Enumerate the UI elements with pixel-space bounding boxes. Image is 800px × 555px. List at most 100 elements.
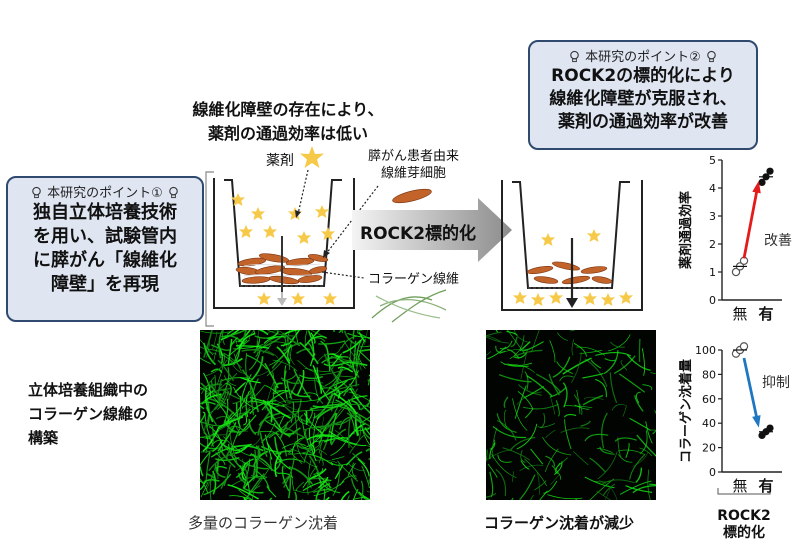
collagen-fiber xyxy=(304,380,324,384)
collagen-fiber xyxy=(517,391,534,410)
collagen-fiber xyxy=(283,455,295,488)
drug-star-icon xyxy=(300,146,324,168)
x-tick-label: 有 xyxy=(758,305,773,323)
collagen-fiber xyxy=(573,342,587,357)
collagen-fiber xyxy=(328,390,349,398)
collagen-fiber xyxy=(209,425,223,451)
collagen-fiber xyxy=(258,412,281,426)
collagen-fiber xyxy=(200,339,214,356)
x-tick-label: 有 xyxy=(758,477,773,495)
collagen-fiber xyxy=(248,418,257,436)
collagen-fiber xyxy=(223,398,229,424)
collagen-fiber xyxy=(582,372,604,379)
collagen-fiber xyxy=(601,412,608,449)
collagen-fiber xyxy=(255,369,270,377)
collagen-fiber xyxy=(235,458,244,472)
image-caption-control: 多量のコラーゲン沈着 xyxy=(188,514,339,532)
fibroblast-icon xyxy=(392,188,432,204)
collagen-fiber xyxy=(241,369,250,379)
collagen-fiber xyxy=(530,448,544,465)
collagen-fiber xyxy=(604,357,617,362)
collagen-fiber xyxy=(294,413,299,444)
collagen-fiber xyxy=(314,434,335,437)
collagen-fiber xyxy=(319,404,340,432)
collagen-fiber xyxy=(200,466,204,477)
collagen-fiber xyxy=(622,404,627,417)
collagen-fiber xyxy=(217,391,229,410)
collagen-fiber xyxy=(212,470,217,495)
collagen-fiber xyxy=(307,342,315,353)
collagen-fiber xyxy=(356,330,364,332)
collagen-fiber xyxy=(211,426,214,446)
collagen-fiber xyxy=(550,473,561,485)
collagen-fiber xyxy=(276,346,291,364)
collagen-fiber xyxy=(355,336,364,367)
collagen-fiber xyxy=(284,449,303,465)
collagen-fiber xyxy=(655,412,656,414)
collagen-fiber xyxy=(275,450,292,455)
collagen-fiber xyxy=(523,386,545,399)
collagen-fiber xyxy=(617,449,645,455)
collagen-fiber xyxy=(618,454,633,463)
collagen-fiber xyxy=(486,449,488,463)
collagen-fiber xyxy=(654,410,656,413)
collagen-fiber xyxy=(266,414,292,422)
collagen-fiber xyxy=(619,480,652,495)
collagen-fiber xyxy=(287,343,292,362)
collagen-fiber xyxy=(339,405,370,423)
collagen-fiber xyxy=(262,399,292,419)
collagen-fiber xyxy=(210,447,235,458)
collagen-fiber xyxy=(559,375,574,382)
collagen-fiber xyxy=(609,341,625,348)
collagen-fiber xyxy=(261,389,291,411)
collagen-fiber xyxy=(313,415,320,452)
collagen-fiber xyxy=(360,480,364,500)
collagen-fiber xyxy=(215,457,240,462)
collagen-deposition-chart: 020406080100無有コラーゲン沈着量抑制 xyxy=(678,342,790,495)
collagen-fiber xyxy=(281,442,306,449)
collagen-fiber xyxy=(235,444,250,455)
collagen-fiber xyxy=(358,491,370,500)
collagen-fiber xyxy=(200,357,211,364)
y-axis-label: コラーゲン沈着量 xyxy=(678,359,694,463)
collagen-fiber xyxy=(569,330,576,332)
collagen-fiber xyxy=(233,353,242,372)
collagen-fiber xyxy=(589,457,606,473)
y-tick-label: 100 xyxy=(695,344,716,357)
collagen-fiber xyxy=(319,452,324,466)
collagen-fiber xyxy=(365,447,370,452)
collagen-fiber xyxy=(545,429,556,439)
collagen-fiber xyxy=(212,439,224,452)
collagen-fiber xyxy=(200,330,234,334)
collagen-fiber xyxy=(200,451,211,467)
collagen-fiber xyxy=(352,452,366,465)
collagen-fiber xyxy=(509,436,536,451)
collagen-fiber xyxy=(522,341,544,352)
collagen-fiber xyxy=(510,336,518,348)
collagen-fiber xyxy=(206,342,211,358)
collagen-fiber xyxy=(555,400,560,417)
collagen-fiber xyxy=(263,336,287,344)
collagen-fiber xyxy=(268,330,284,336)
collagen-fiber xyxy=(348,416,352,448)
collagen-fiber xyxy=(324,360,344,387)
collagen-fiber xyxy=(617,437,622,458)
collagen-fiber xyxy=(238,489,254,500)
collagen-fiber xyxy=(534,480,547,491)
collagen-fiber xyxy=(234,430,248,441)
collagen-fiber xyxy=(503,364,536,374)
collagen-fiber xyxy=(503,396,509,409)
collagen-fiber xyxy=(320,340,329,362)
collagen-fiber xyxy=(537,423,555,428)
collagen-fiber xyxy=(655,454,656,457)
y-tick-label: 3 xyxy=(709,210,716,223)
collagen-fiber xyxy=(337,460,359,482)
collagen-fiber xyxy=(251,492,254,500)
collagen-fiber xyxy=(226,330,235,335)
collagen-fiber xyxy=(629,417,651,431)
collagen-fiber xyxy=(580,420,591,427)
collagen-fiber xyxy=(502,447,530,461)
collagen-fiber xyxy=(556,361,573,375)
collagen-fiber xyxy=(347,495,350,500)
collagen-fiber xyxy=(352,330,355,340)
